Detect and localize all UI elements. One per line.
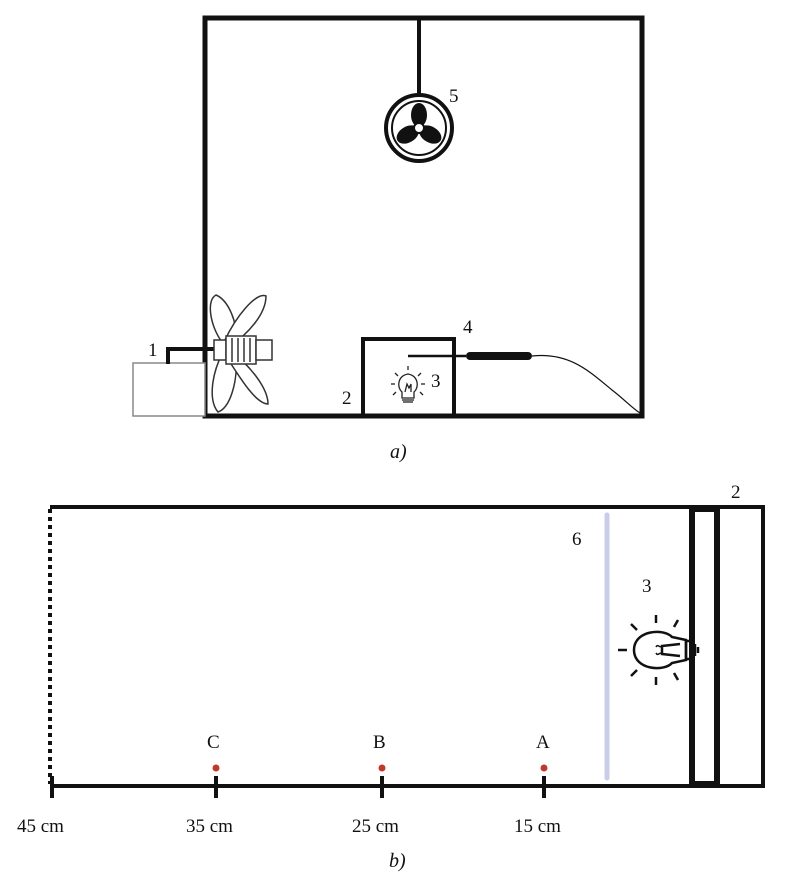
label-2a: 2 — [342, 388, 352, 409]
label-5: 5 — [449, 86, 459, 107]
tick-label-35: 35 cm — [186, 816, 233, 837]
lamp-box — [361, 337, 456, 418]
point-a: A 15 cm — [514, 732, 561, 837]
tick-label-15: 15 cm — [514, 816, 561, 837]
label-4: 4 — [463, 317, 473, 338]
point-a-marker — [540, 764, 548, 772]
probe-body — [466, 352, 532, 360]
point-c: C 35 cm — [186, 732, 233, 837]
point-c-marker — [212, 764, 220, 772]
panel-a: 5 1 2 — [132, 15, 645, 463]
panel-b: 2 6 3 45 cm C 35 cm — [17, 482, 765, 872]
probe-cable — [531, 354, 641, 414]
point-b: B 25 cm — [352, 732, 399, 837]
point-b-marker — [378, 764, 386, 772]
point-b-label: B — [373, 732, 386, 753]
tick-label-25: 25 cm — [352, 816, 399, 837]
point-a-label: A — [536, 732, 550, 753]
humidifier-box — [132, 362, 206, 417]
caption-a: a) — [390, 441, 407, 463]
ceiling-fan-icon — [384, 93, 454, 163]
humidifier-pipe — [166, 347, 214, 364]
lamp-box-b — [716, 505, 765, 788]
tick-label-45: 45 cm — [17, 816, 64, 837]
label-2b: 2 — [731, 482, 741, 503]
label-6: 6 — [572, 529, 582, 550]
side-fan-icon — [209, 294, 273, 413]
caption-b: b) — [389, 850, 406, 872]
point-c-label: C — [207, 732, 220, 753]
label-3a: 3 — [431, 371, 441, 392]
label-3b: 3 — [642, 576, 652, 597]
bulb-icon-small — [391, 366, 425, 403]
bulb-icon-large — [618, 615, 700, 685]
label-1: 1 — [148, 340, 158, 361]
